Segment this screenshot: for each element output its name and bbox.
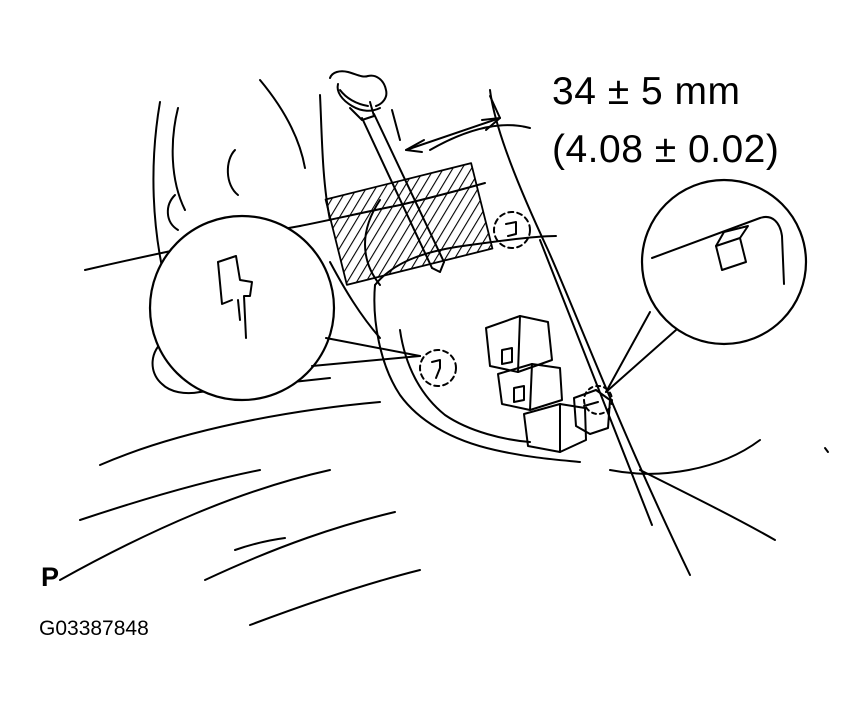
detail-marker-left [419,349,457,387]
dimension-label-metric: 34 ± 5 mm [552,70,741,113]
detail-marker-right [583,385,613,415]
figure-id: G03387848 [39,617,149,640]
view-marker: P [41,562,60,592]
hatched-area [324,162,494,286]
detail-marker-top [493,211,531,249]
body-contour-lines [59,79,829,626]
window-switch-buttons [485,315,587,453]
tab-detail-callout [605,178,808,393]
dimension-arrow [391,95,501,153]
screwdriver-icon [329,70,445,273]
dimension-label-secondary: (4.08 ± 0.02) [552,128,780,171]
clip-detail-callout [148,214,421,402]
retaining-tab [573,389,611,435]
